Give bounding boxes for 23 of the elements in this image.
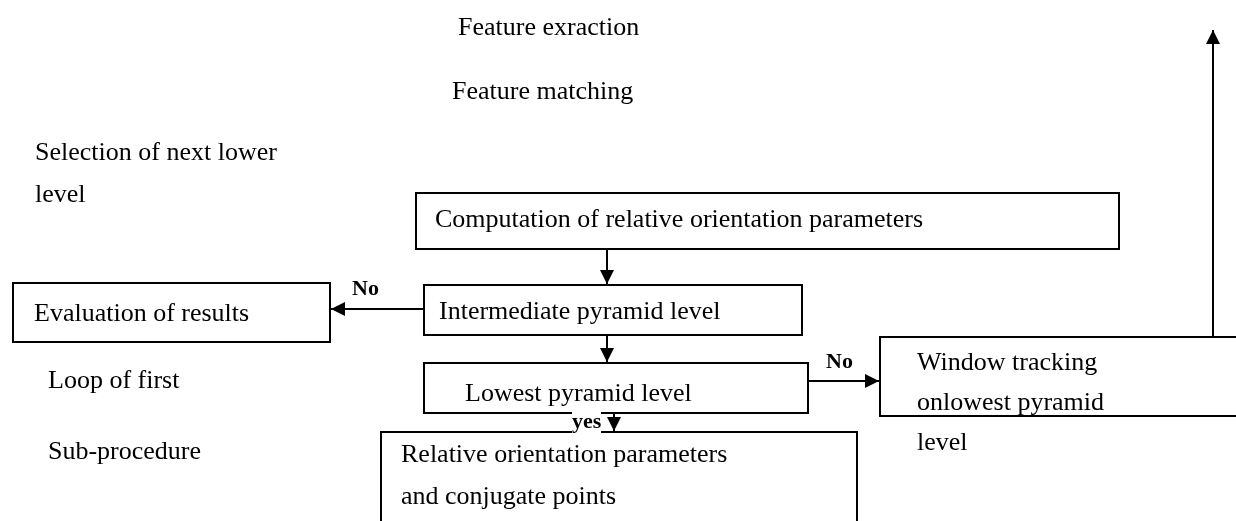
- arrow: [330, 302, 424, 316]
- box-text: Lowest pyramid level: [465, 377, 693, 409]
- arrow: [1206, 29, 1220, 337]
- box-text: Window tracking onlowest pyramid level: [917, 346, 1106, 458]
- note-text: Feature matching: [452, 75, 634, 107]
- box-text: Relative orientation parameters and conjugate points: [401, 438, 729, 512]
- arrow: [808, 374, 880, 388]
- box-text: Computation of relative orientation parameters: [435, 203, 925, 235]
- note-text: Selection of next lower level: [35, 136, 278, 210]
- note-text: Loop of first: [48, 364, 180, 396]
- process-box: [423, 362, 809, 414]
- process-box: [12, 282, 331, 343]
- box-text: Intermediate pyramid level: [439, 295, 722, 327]
- process-box: [380, 431, 858, 521]
- process-box: [423, 284, 803, 336]
- arrow: [600, 249, 614, 285]
- process-box: [415, 192, 1120, 250]
- note-text: Sub-procedure: [48, 435, 202, 467]
- note-text: Feature exraction: [458, 11, 640, 43]
- edge-label: yes: [572, 409, 602, 433]
- arrow: [600, 335, 614, 363]
- arrow: [607, 413, 621, 432]
- box-text: Evaluation of results: [34, 297, 251, 329]
